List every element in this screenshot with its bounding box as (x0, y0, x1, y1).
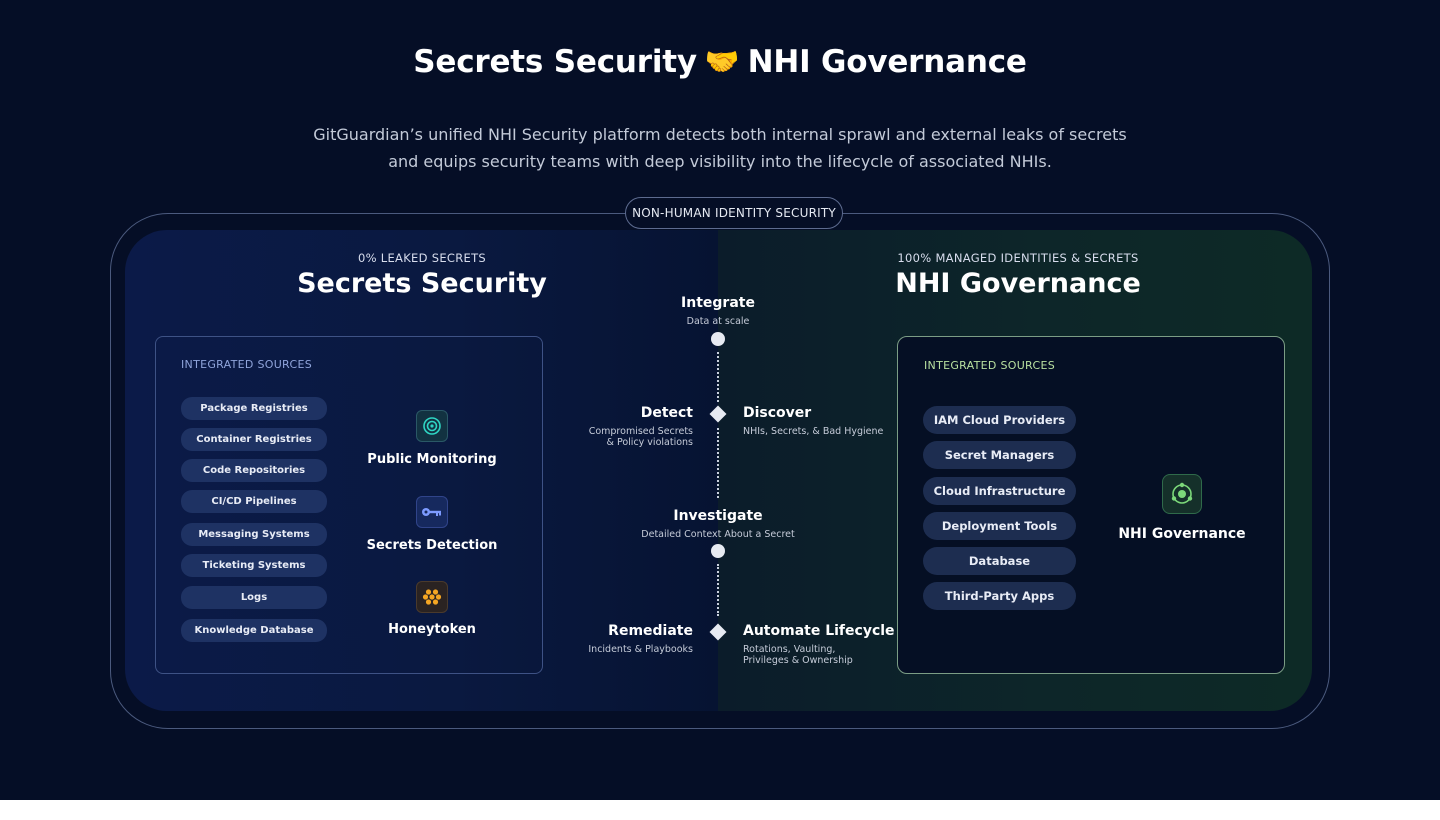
automate-sub: Rotations, Vaulting, Privileges & Owners… (743, 644, 943, 666)
source-chip[interactable]: Knowledge Database (181, 619, 327, 642)
honeycomb-icon (416, 581, 448, 613)
left-sources-label: INTEGRATED SOURCES (181, 358, 312, 371)
source-chip[interactable]: Deployment Tools (923, 512, 1076, 540)
source-chip[interactable]: Third-Party Apps (923, 582, 1076, 610)
source-chip[interactable]: Cloud Infrastructure (923, 477, 1076, 505)
source-chip[interactable]: IAM Cloud Providers (923, 406, 1076, 434)
honeytoken-label: Honeytoken (388, 622, 476, 637)
source-chip[interactable]: Logs (181, 586, 327, 609)
integrate-title: Integrate (681, 295, 755, 311)
remediate-sub: Incidents & Playbooks (588, 644, 693, 655)
nhi-governance-tool-label: NHI Governance (1118, 526, 1246, 542)
title-left: Secrets Security (413, 44, 697, 80)
timeline-connector (717, 352, 719, 402)
page-title: Secrets Security 🤝 NHI Governance (0, 40, 1440, 84)
nhi-orbit-icon (1162, 474, 1202, 514)
detect-title: Detect (640, 405, 693, 421)
source-chip[interactable]: Code Repositories (181, 459, 327, 482)
detect-sub: Compromised Secrets & Policy violations (493, 426, 693, 448)
investigate-title: Investigate (673, 508, 763, 524)
detect-sub-line-2: & Policy violations (606, 437, 693, 448)
public-monitoring-label: Public Monitoring (367, 452, 497, 467)
secrets-detection-label: Secrets Detection (366, 538, 498, 553)
timeline-connector (717, 564, 719, 616)
source-chip[interactable]: CI/CD Pipelines (181, 490, 327, 513)
investigate-sub: Detailed Context About a Secret (641, 529, 795, 540)
right-eyebrow: 100% MANAGED IDENTITIES & SECRETS (897, 251, 1139, 265)
title-right: NHI Governance (747, 44, 1027, 80)
source-chip[interactable]: Ticketing Systems (181, 554, 327, 577)
right-section-title: NHI Governance (895, 268, 1141, 299)
right-sources-label: INTEGRATED SOURCES (924, 359, 1055, 372)
discover-sub: NHIs, Secrets, & Bad Hygiene (743, 426, 884, 437)
automate-title: Automate Lifecycle (743, 623, 895, 639)
source-chip[interactable]: Secret Managers (923, 441, 1076, 469)
automate-sub-line-2: Privileges & Ownership (743, 655, 853, 666)
source-chip[interactable]: Container Registries (181, 428, 327, 451)
key-icon (416, 496, 448, 528)
source-chip[interactable]: Package Registries (181, 397, 327, 420)
radar-icon (416, 410, 448, 442)
left-section-title: Secrets Security (297, 268, 547, 299)
nhi-security-pill: NON-HUMAN IDENTITY SECURITY (625, 197, 843, 229)
subtitle-line-1: GitGuardian’s unified NHI Security platf… (313, 125, 1127, 144)
investigate-node (711, 544, 725, 558)
discover-title: Discover (743, 405, 812, 421)
page-canvas: Secrets Security 🤝 NHI Governance GitGua… (0, 0, 1440, 800)
handshake-icon: 🤝 (704, 45, 740, 78)
source-chip[interactable]: Messaging Systems (181, 523, 327, 546)
integrate-sub: Data at scale (686, 316, 750, 327)
subtitle-line-2: and equips security teams with deep visi… (388, 152, 1052, 171)
left-sources-box (155, 336, 543, 674)
integrate-node (711, 332, 725, 346)
source-chip[interactable]: Database (923, 547, 1076, 575)
right-sources-box (897, 336, 1285, 674)
timeline-connector (717, 428, 719, 498)
remediate-title: Remediate (608, 623, 693, 639)
page-subtitle: GitGuardian’s unified NHI Security platf… (270, 121, 1170, 175)
left-eyebrow: 0% LEAKED SECRETS (357, 251, 487, 265)
detect-sub-line-1: Compromised Secrets (588, 426, 693, 437)
automate-sub-line-1: Rotations, Vaulting, (743, 644, 836, 655)
